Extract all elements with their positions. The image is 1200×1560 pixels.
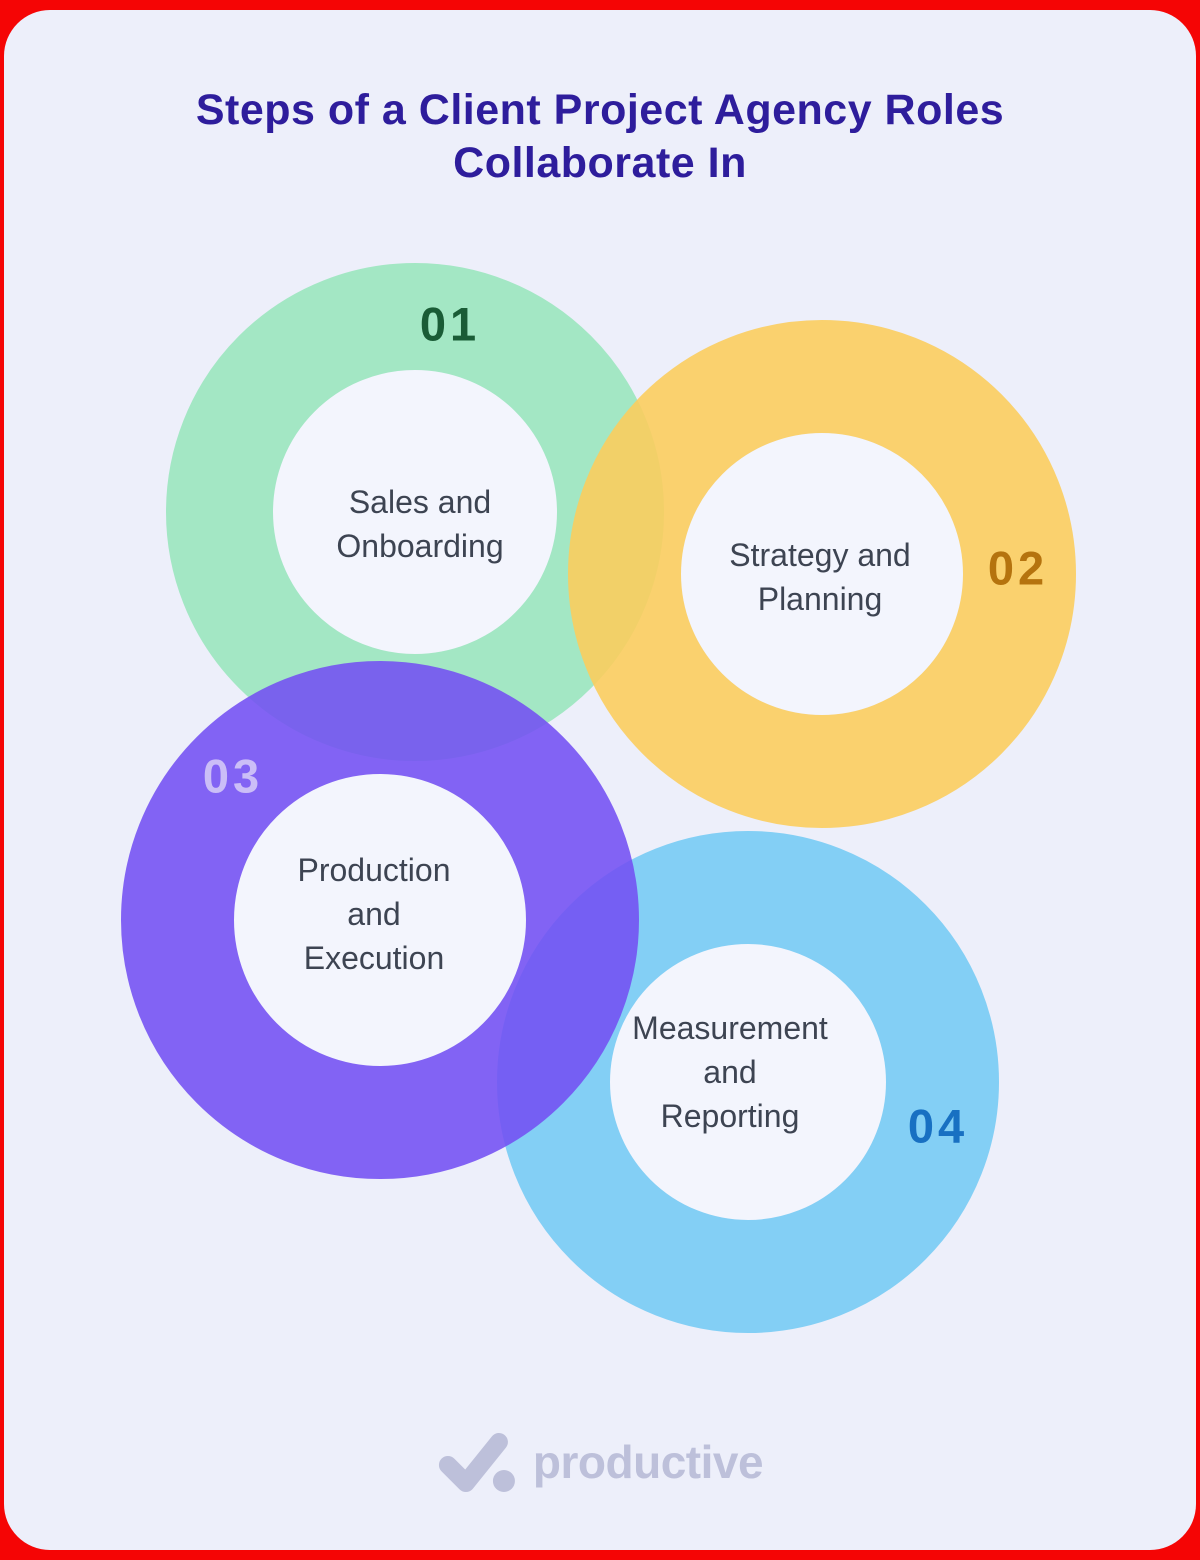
step-label-1-line-1: Sales and (348, 484, 492, 520)
step-label-3-line-1: Production (297, 852, 451, 888)
step-label-4-line-3: Reporting (660, 1098, 800, 1134)
step-label-1-line-2: Onboarding (336, 528, 504, 564)
step-number-3: 03 (202, 749, 264, 803)
step-label-4: Measurement and Reporting (632, 1006, 828, 1138)
logo: productive (437, 1431, 764, 1493)
page-title: Steps of a Client Project Agency Roles C… (0, 84, 1200, 190)
step-label-1: Sales and Onboarding (336, 480, 503, 568)
step-label-2: Strategy and Planning (729, 533, 910, 621)
logo-wordmark: productive (532, 1436, 764, 1488)
step-label-3-line-2: and (347, 896, 401, 932)
title-line-1: Steps of a Client Project Agency Roles (195, 86, 1005, 134)
step-4-hole (610, 944, 886, 1220)
step-number-2: 02 (987, 541, 1049, 595)
step-number-1: 01 (419, 297, 481, 351)
title-line-2: Collaborate In (453, 139, 747, 187)
step-label-3: Production and Execution (298, 848, 451, 980)
step-2-hole (681, 433, 963, 715)
step-label-4-line-1: Measurement (632, 1010, 828, 1046)
step-1-hole (273, 370, 557, 654)
step-label-2-line-2: Planning (757, 581, 883, 617)
step-label-2-line-1: Strategy and (729, 537, 911, 573)
step-3-hole (234, 774, 526, 1066)
step-label-4-line-2: and (703, 1054, 757, 1090)
step-label-3-line-3: Execution (303, 940, 445, 976)
step-3-ring (121, 661, 639, 1179)
logo-checkmark-icon (438, 1433, 515, 1492)
step-2-ring (568, 320, 1076, 828)
step-number-4: 04 (907, 1099, 969, 1153)
